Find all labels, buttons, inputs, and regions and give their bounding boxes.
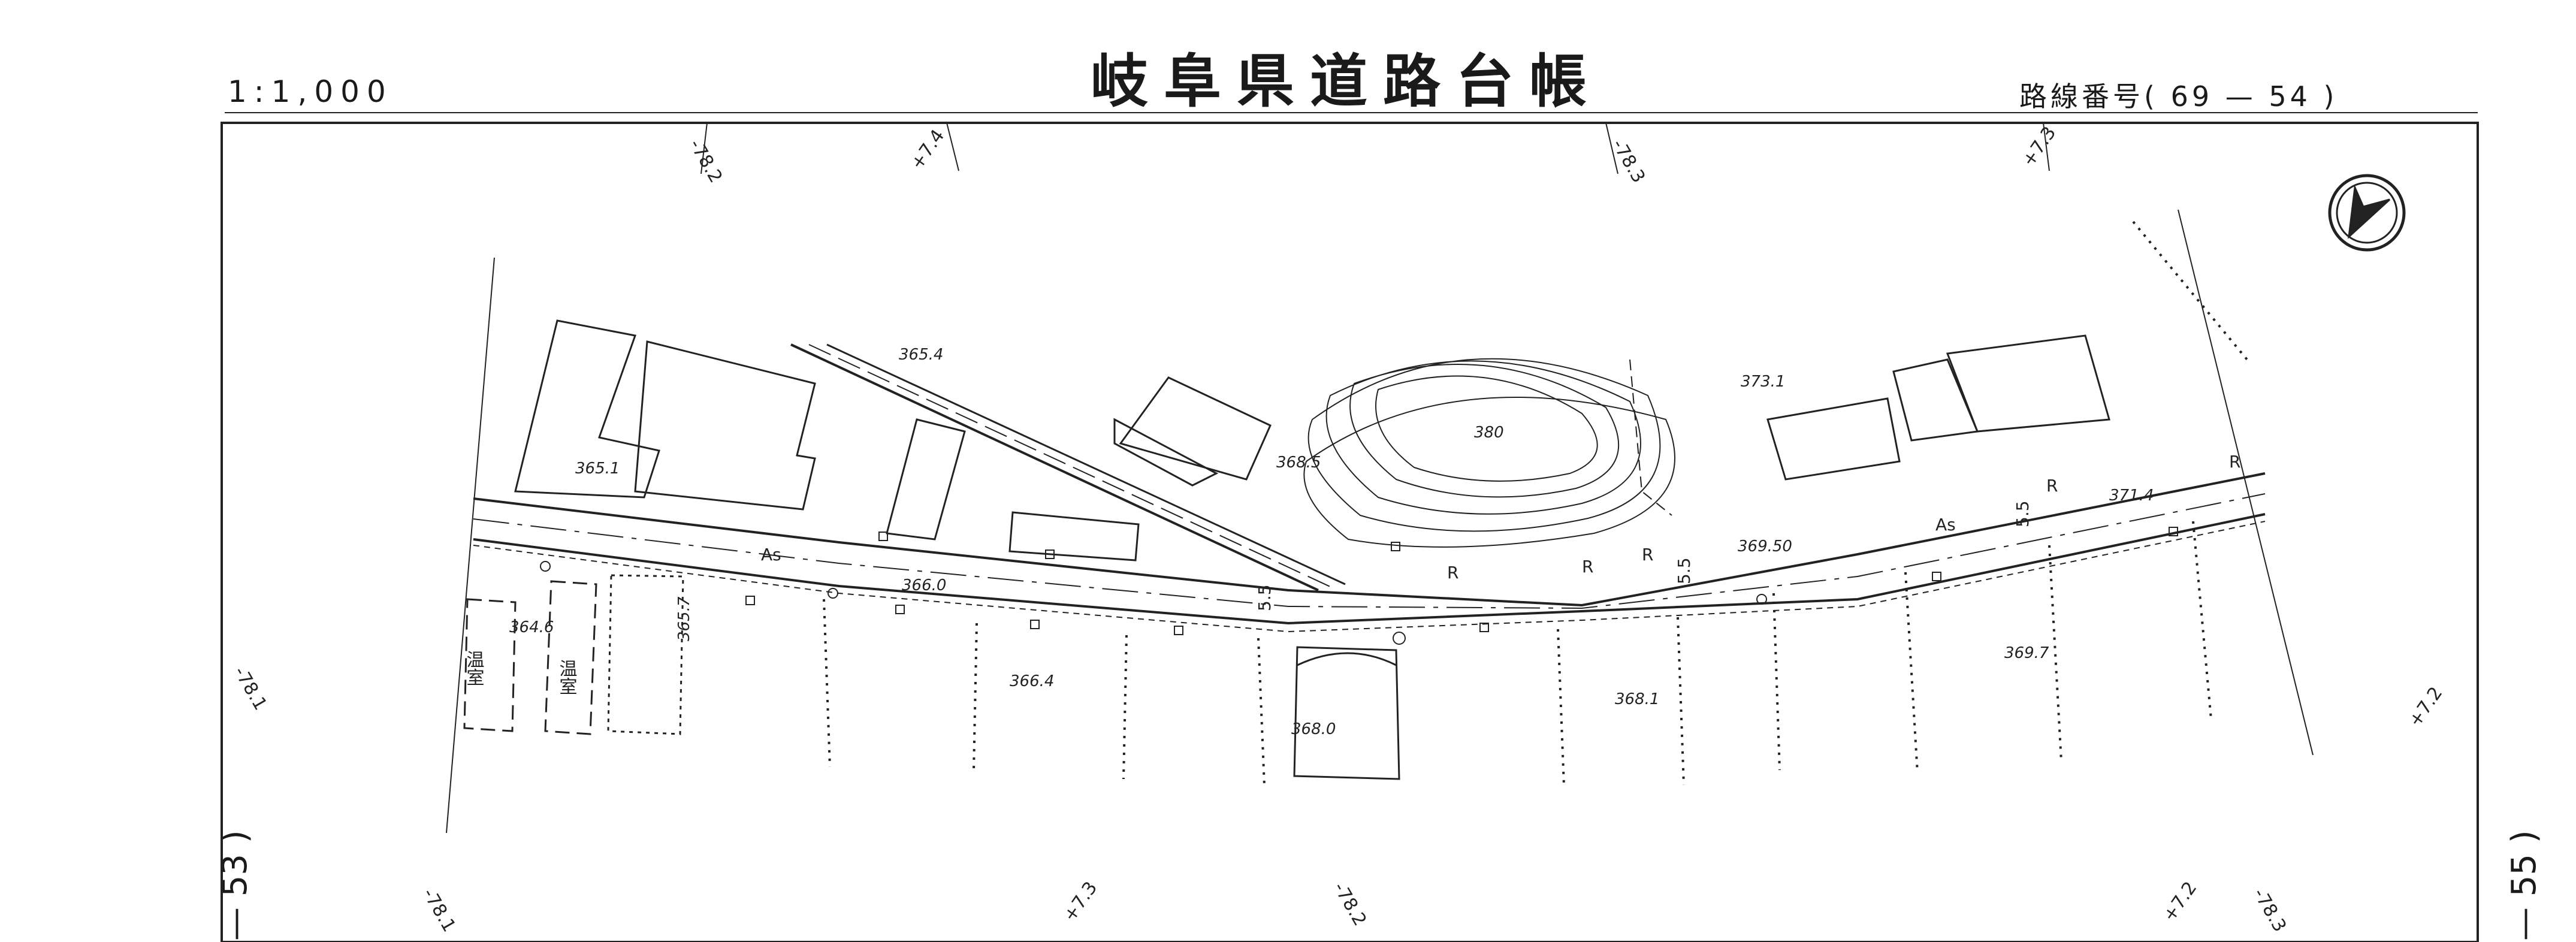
elevation-label: 369.7 (2004, 644, 2049, 662)
surface-label: As (1935, 515, 1956, 535)
elevation-label: 366.4 (1010, 672, 1054, 690)
map-frame (221, 122, 2479, 942)
hill-contours (1303, 358, 1675, 548)
surface-label: As (761, 545, 781, 564)
road-labels: As As 5.5 5.5 5.5 R R R R R (761, 452, 2240, 611)
property-lines-south (823, 221, 2248, 786)
grid-tick-label: +7.2 (2405, 683, 2447, 731)
buildings-north (514, 319, 2110, 561)
grid-tick-lines (700, 122, 2050, 174)
greenhouse-labels: 温室 温室 (463, 650, 577, 695)
left-boundary (446, 257, 495, 834)
elevation-label: 368.0 (1291, 720, 1336, 738)
side-road (790, 343, 1346, 591)
width-label: 5.5 (1255, 584, 1275, 611)
greenhouse-label: 温室 (463, 650, 484, 686)
grid-tick-label: -78.3 (1608, 136, 1649, 187)
road-fixtures (540, 527, 2178, 645)
elevation-label: 365.7 (675, 596, 693, 641)
north-arrow-icon (2328, 174, 2406, 252)
width-label: 5.5 (2013, 500, 2033, 527)
curb-mark: R (2229, 452, 2240, 472)
route-number: 路線番号( 69 — 54 ) (2019, 80, 2338, 113)
curb-mark: R (1582, 557, 1593, 576)
elevation-label: 365.4 (899, 346, 943, 364)
grid-tick-label: -78.1 (229, 663, 271, 714)
elevation-label: 369.50 (1738, 538, 1792, 555)
elevation-label: 373.1 (1741, 373, 1785, 391)
elevation-labels: 365.4 373.1 380 368.5 365.1 369.50 371.4… (509, 346, 2154, 738)
grid-tick-label: -78.3 (2249, 885, 2290, 936)
grid-tick-label: +7.2 (2159, 878, 2201, 926)
grid-tick-label: +7.4 (907, 126, 949, 174)
grid-tick-label: -78.1 (418, 885, 460, 936)
elevation-label: 365.1 (575, 460, 620, 478)
elevation-label: 371.4 (2109, 487, 2154, 505)
right-boundary (2178, 209, 2314, 756)
elevation-label: 368.1 (1615, 690, 1659, 708)
page-title: 岐阜県道路台帳 (1091, 47, 1602, 115)
greenhouse-label: 温室 (556, 659, 577, 695)
main-road (473, 472, 2266, 633)
elevation-label: 380 (1474, 424, 1504, 442)
grid-tick-label: +7.3 (1059, 878, 1101, 926)
elevation-label: 366.0 (902, 576, 946, 594)
grid-tick-label: -78.2 (1329, 879, 1370, 930)
curb-mark: R (1642, 545, 1653, 564)
elevation-label: 368.5 (1276, 454, 1321, 472)
grid-tick-label: -78.2 (685, 136, 726, 187)
curb-mark: R (2046, 476, 2058, 496)
map-scale: 1:1,000 (228, 74, 393, 109)
buildings-south (463, 574, 1400, 780)
width-label: 5.5 (1674, 557, 1694, 584)
grid-tick-label: +7.3 (2018, 123, 2060, 171)
elevation-label: 364.6 (509, 618, 554, 636)
curb-mark: R (1447, 563, 1458, 582)
